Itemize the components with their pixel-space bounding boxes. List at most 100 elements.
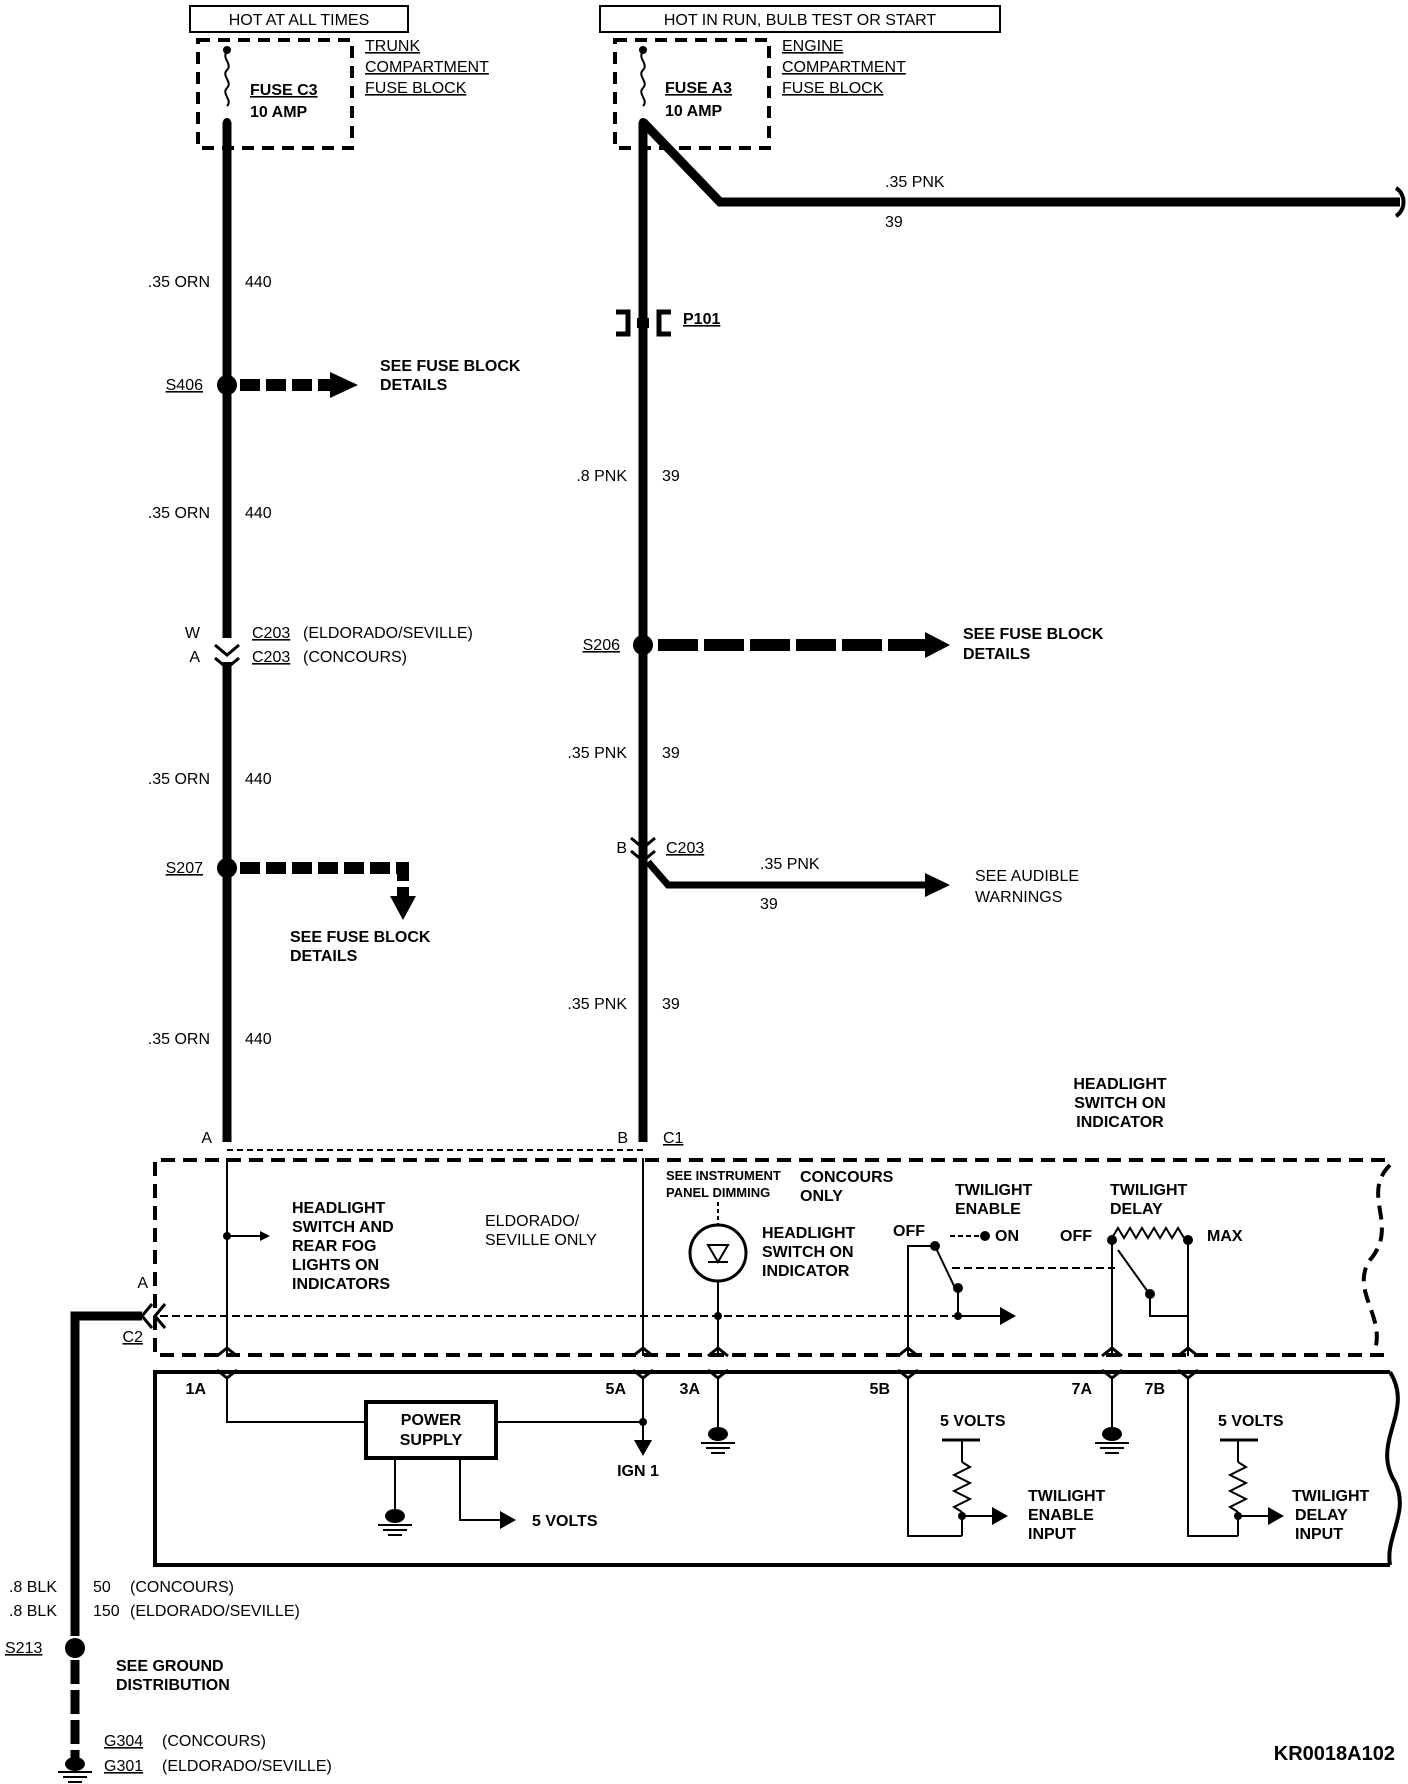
orn-circuit-2: 440 [245,505,272,522]
s207-dashed-branch [240,862,409,898]
orn-circuit-1: 440 [245,274,272,291]
switch-arrow-dot [223,1232,231,1240]
twilight-enable-out [957,1288,1000,1317]
twilight-enable-1: TWILIGHT [955,1182,1033,1199]
engine-fuse-block-outline [613,38,771,150]
pnk-label-2: .35 PNK [567,745,627,762]
pin-5b: 5B [870,1381,890,1398]
s406-label: S406 [166,377,203,394]
trunk-block-label-3: FUSE BLOCK [365,80,467,97]
ign1-label: IGN 1 [617,1463,659,1480]
enable-input-arrow [992,1507,1008,1525]
concours-only-2: ONLY [800,1188,843,1205]
hs-fog-2: SWITCH AND [292,1219,394,1236]
fuse-a3-symbol [640,51,646,107]
s207-splice [217,858,237,878]
audible-callout-2: WARNINGS [975,889,1062,906]
c1-label: C1 [663,1130,684,1147]
module-enclosure [153,1370,1390,1567]
lamp-indicator [688,1223,748,1283]
p101-connector [616,309,671,337]
engine-block-label-2: COMPARTMENT [782,59,906,76]
pin-3a: 3A [680,1381,701,1398]
blk-note-concours: (CONCOURS) [130,1579,234,1596]
fuse-c3-label: FUSE C3 [250,82,318,99]
hs-on-title-2: SWITCH ON [1074,1095,1166,1112]
delay-input-arrow [1268,1507,1284,1525]
module-enclosure-break [1385,1370,1402,1566]
hs-fog-1: HEADLIGHT [292,1200,386,1217]
hs-fog-4: LIGHTS ON [292,1257,379,1274]
power-supply-1: POWER [401,1412,462,1429]
pnk-top-branch [639,118,1400,207]
eldorado-only-2: SEVILLE ONLY [485,1232,597,1249]
lamp-label-1: HEADLIGHT [762,1225,856,1242]
s206-arrow [925,632,950,658]
s406-arrow [330,372,358,398]
orn-circuit-4: 440 [245,1031,272,1048]
switch-enclosure-break [1361,1163,1392,1351]
trunk-block-label-2: COMPARTMENT [365,59,489,76]
orn-label-3: .35 ORN [148,771,210,788]
hs-fog-3: REAR FOG [292,1238,376,1255]
delay-resistor [1227,1461,1249,1513]
ground-callout-1: SEE GROUND [116,1658,224,1675]
g301-label: G301 [104,1758,143,1775]
ps-5v-arrow [500,1511,516,1529]
twilight-enable-2: ENABLE [955,1201,1021,1218]
c203-right-label: C203 [666,840,704,857]
pin3a-ground-icon [701,1427,735,1454]
blk-label-1: .8 BLK [9,1579,57,1596]
header-right-text: HOT IN RUN, BULB TEST OR START [664,12,937,29]
fuse-c3-top-terminal [223,46,231,54]
power-supply-box [364,1400,498,1460]
blk-label-2: .8 BLK [9,1603,57,1620]
twilight-delay-wiper-out [1149,1294,1188,1317]
see-instrument-2: PANEL DIMMING [666,1185,770,1200]
c203-left-label-2: C203 [252,649,290,666]
blk-note-eldorado: (ELDORADO/SEVILLE) [130,1603,300,1620]
pnk-thick-circuit: 39 [662,468,680,485]
trunk-block-label-1: TRUNK [365,38,420,55]
hs-fog-5: INDICATORS [292,1276,390,1293]
twilight-delay-off: OFF [1060,1228,1092,1245]
power-supply-2: SUPPLY [400,1432,463,1449]
c203-left-note-2: (CONCOURS) [303,649,407,666]
c1-pin-b: B [617,1130,628,1147]
audible-branch [645,859,925,889]
enable-5v-label: 5 VOLTS [940,1413,1006,1430]
c203-left-pin-w: W [185,625,201,642]
module-wire-1a [226,1378,366,1423]
twilight-delay-wiper [1117,1249,1149,1293]
c203-left-connector [214,643,240,670]
delay-input-3: INPUT [1295,1526,1343,1543]
pin7a-ground-icon [1095,1427,1129,1454]
c2-label: C2 [123,1329,144,1346]
ign1-arrow [634,1440,652,1456]
pin-1a: 1A [186,1381,207,1398]
orn-label-1: .35 ORN [148,274,210,291]
s206-label: S206 [583,637,620,654]
ps-5v-wire [459,1458,500,1521]
orn-circuit-3: 440 [245,771,272,788]
s406-splice [217,375,237,395]
pin-7b: 7B [1145,1381,1165,1398]
ps-ground-icon [378,1509,412,1536]
fuse-a3-label: FUSE A3 [665,80,732,97]
pin-5a: 5A [606,1381,627,1398]
s207-callout-1: SEE FUSE BLOCK [290,929,431,946]
pnk-top-branch-end [1394,186,1406,218]
s206-callout-2: DETAILS [963,646,1031,663]
s207-label: S207 [166,860,203,877]
fuse-c3-amp: 10 AMP [250,104,308,121]
twilight-enable-off: OFF [893,1223,925,1240]
delay-input-1: TWILIGHT [1292,1488,1370,1505]
pnk-top-circuit: 39 [885,214,903,231]
s207-arrow [390,896,416,920]
audible-arrow [925,873,950,897]
blk-wire [70,1311,142,1636]
pin5b-wire [907,1378,962,1537]
twilight-enable-wire [907,1245,935,1356]
c2-pin-a: A [137,1275,148,1292]
s406-callout-2: DETAILS [380,377,448,394]
